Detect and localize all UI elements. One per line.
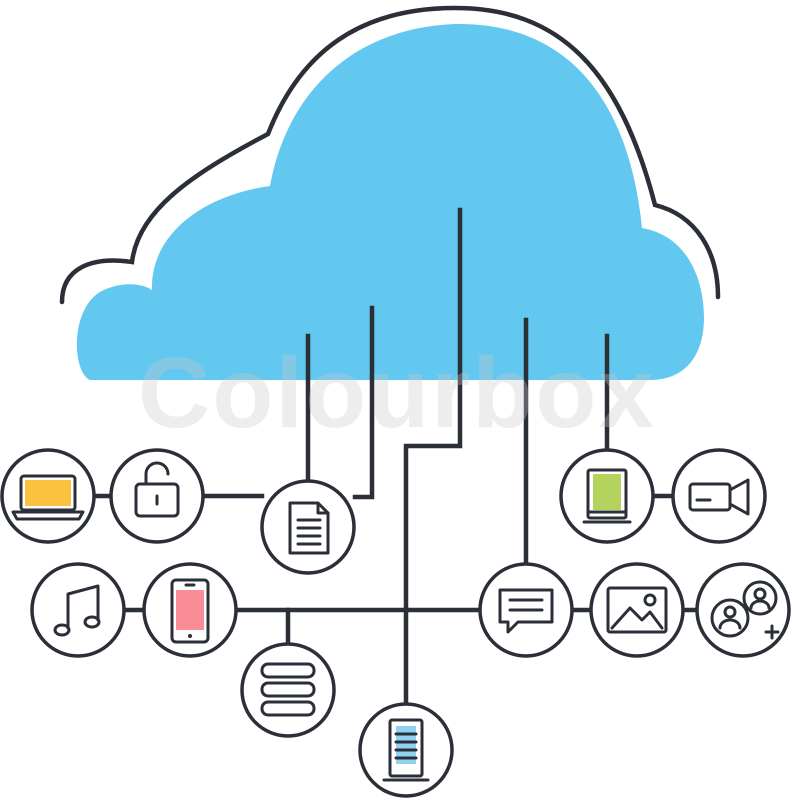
chat-bubble-icon bbox=[498, 588, 554, 634]
database-node bbox=[240, 642, 336, 738]
database-icon bbox=[260, 662, 316, 717]
laptop-node bbox=[0, 448, 96, 544]
document-node bbox=[260, 479, 356, 575]
connection-lines bbox=[92, 207, 701, 709]
unlock-icon bbox=[134, 461, 180, 518]
add-user-icon bbox=[710, 580, 780, 640]
ebook-node bbox=[559, 448, 655, 544]
image-node bbox=[589, 562, 685, 658]
smartphone-node bbox=[142, 562, 238, 658]
server-icon bbox=[382, 718, 430, 782]
music-node bbox=[30, 562, 126, 658]
server-node bbox=[358, 702, 454, 798]
music-note-icon bbox=[53, 584, 101, 637]
image-icon bbox=[606, 586, 668, 634]
unlock-node bbox=[109, 448, 205, 544]
cloud-body bbox=[76, 23, 704, 380]
chat-node bbox=[478, 562, 574, 658]
connector-server bbox=[403, 207, 463, 709]
smartphone-icon bbox=[170, 578, 210, 644]
cloud-outline bbox=[59, 5, 721, 305]
video-camera-node bbox=[671, 448, 767, 544]
document-icon bbox=[288, 501, 330, 555]
connector-document-right bbox=[352, 305, 375, 500]
book-icon bbox=[582, 468, 632, 524]
video-camera-icon bbox=[688, 478, 750, 516]
add-contact-node bbox=[695, 562, 791, 658]
laptop-icon bbox=[11, 474, 85, 521]
cloud bbox=[59, 5, 721, 380]
